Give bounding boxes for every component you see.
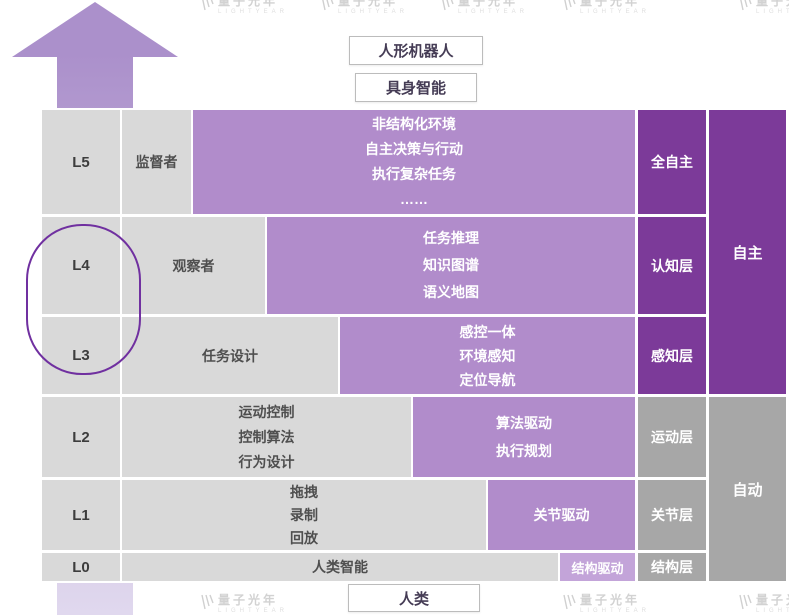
feature-line: 感控一体 [459,323,516,340]
watermark-subtext: LIGHTYEAR [756,608,789,614]
layer-label-l2: 运动层 [638,397,706,477]
features-cell-l5: 非结构化环境 自主决策与行动 执行复杂任务 …… [193,110,635,214]
role-cell-l1: 拖拽 录制 回放 [122,480,486,550]
group-label-automatic: 自动 [709,397,786,581]
feature-line: 执行复杂任务 [372,166,456,182]
feature-line: 定位导航 [459,371,516,388]
level-label-l4: L4 [42,217,120,314]
feature-line: 执行规划 [496,443,552,459]
feature-line: 非结构化环境 [372,116,456,132]
watermark-logo-icon [739,594,752,610]
role-line: 行为设计 [238,453,295,470]
watermark-text: 量子光年 [218,0,279,8]
watermark-logo-icon [740,0,752,11]
role-line: 拖拽 [290,483,318,500]
watermark-logo-icon [202,0,214,11]
humanoid-robot-box: 人形机器人 [349,36,483,65]
watermark-logo-icon [442,0,454,11]
watermark-subtext: LIGHTYEAR [580,9,651,15]
watermark-subtext: LIGHTYEAR [218,608,289,614]
watermark-text: 量子光年 [580,593,641,607]
watermark-subtext: LIGHTYEAR [338,9,409,15]
group-label-autonomous: 自主 [709,110,786,394]
watermark-text: 量子光年 [756,593,789,607]
feature-line: 任务推理 [423,230,479,246]
watermark-subtext: LIGHTYEAR [756,9,789,15]
feature-line: 算法驱动 [496,415,552,431]
watermark-logo-icon [563,594,576,610]
watermark-logo-icon [564,0,576,11]
layer-label-l5: 全自主 [638,110,706,214]
role-line: 录制 [290,506,318,523]
role-line: 回放 [290,529,318,546]
feature-line: 环境感知 [459,347,516,364]
features-cell-l4: 任务推理 知识图谱 语义地图 [267,217,635,314]
layer-label-l0: 结构层 [638,553,706,581]
feature-line: 知识图谱 [423,257,479,273]
feature-line: 自主决策与行动 [365,141,463,157]
layer-label-l3: 感知层 [638,317,706,394]
role-line: 运动控制 [238,403,295,420]
watermark-logo-icon [201,594,214,610]
feature-line: 语义地图 [423,284,479,300]
role-cell-l5: 监督者 [122,110,191,214]
role-cell-l3: 任务设计 [122,317,338,394]
layer-label-l1: 关节层 [638,480,706,550]
watermark-text: 量子光年 [338,0,399,8]
watermark-text: 量子光年 [458,0,519,8]
level-up-arrow-head [12,2,178,57]
level-label-l0: L0 [42,553,120,581]
features-cell-l2: 算法驱动 执行规划 [413,397,635,477]
watermark-subtext: LIGHTYEAR [580,608,651,614]
embodied-intelligence-box: 具身智能 [355,73,477,102]
level-label-l1: L1 [42,480,120,550]
watermark-text: 量子光年 [218,593,279,607]
role-line: 控制算法 [238,428,295,445]
role-cell-l0: 人类智能 [122,553,558,581]
watermark-subtext: LIGHTYEAR [458,9,529,15]
level-label-l5: L5 [42,110,120,214]
level-label-l3: L3 [42,317,120,394]
watermark-logo-icon [322,0,334,11]
role-cell-l2: 运动控制 控制算法 行为设计 [122,397,411,477]
role-cell-l4: 观察者 [122,217,265,314]
watermark-text: 量子光年 [580,0,641,8]
features-cell-l1: 关节驱动 [488,480,635,550]
level-label-l2: L2 [42,397,120,477]
features-cell-l0: 结构驱动 [560,553,635,581]
features-cell-l3: 感控一体 环境感知 定位导航 [340,317,635,394]
human-box: 人类 [348,584,480,612]
watermark-text: 量子光年 [756,0,789,8]
watermark-subtext: LIGHTYEAR [218,9,289,15]
feature-line: …… [400,191,428,207]
layer-label-l4: 认知层 [638,217,706,314]
